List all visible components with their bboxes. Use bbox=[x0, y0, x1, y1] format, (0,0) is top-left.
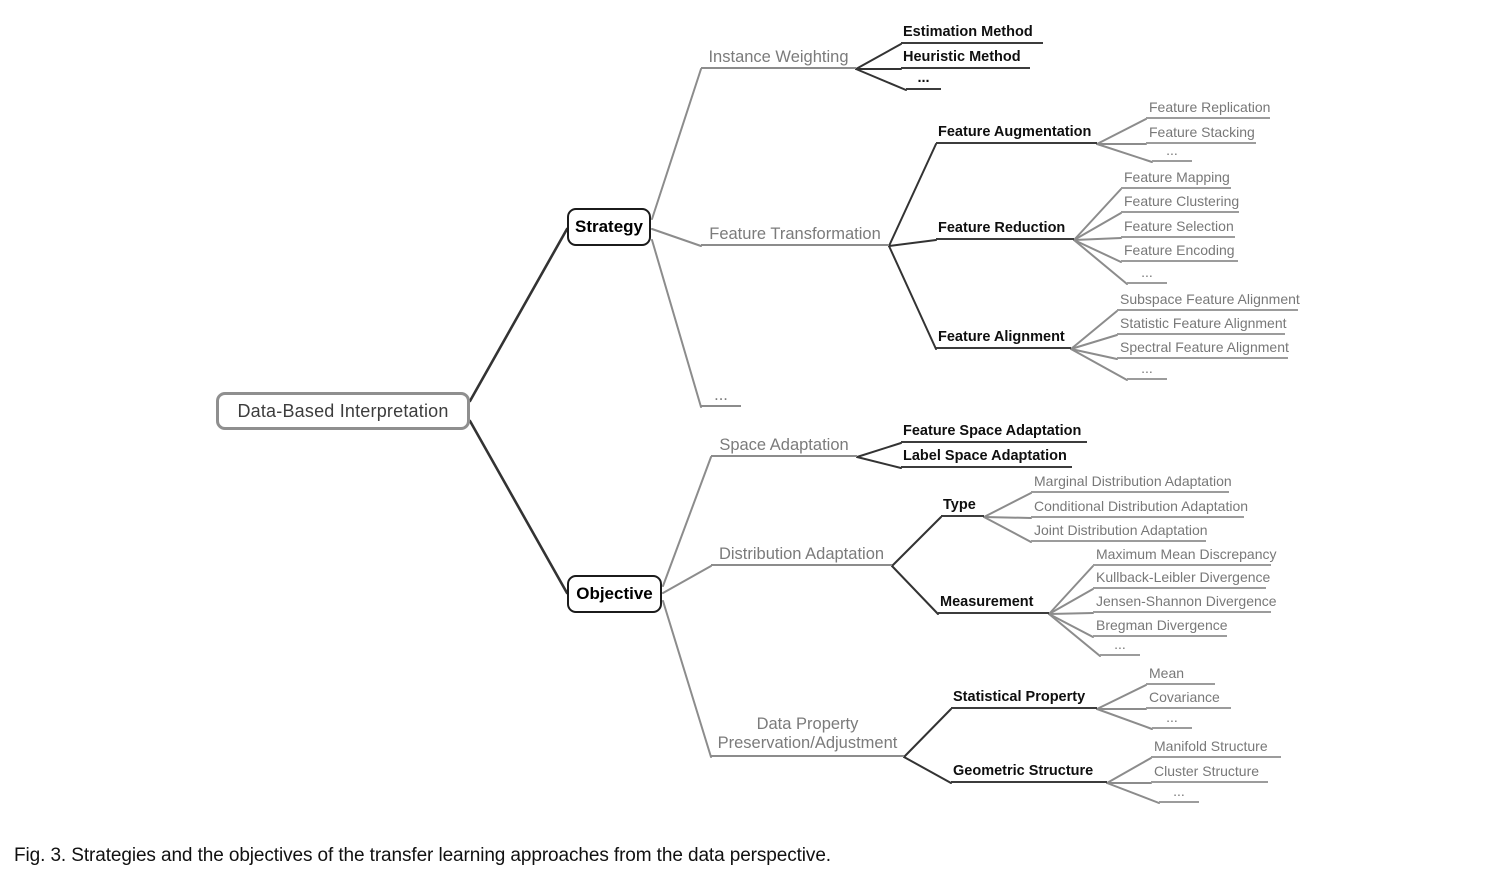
connector-edge bbox=[855, 68, 907, 91]
connector-edge bbox=[651, 228, 702, 247]
node-feature-mapping: Feature Mapping bbox=[1121, 169, 1231, 189]
connector-edge bbox=[983, 492, 1032, 518]
node-feature-alignment-ellipsis: ... bbox=[1127, 360, 1167, 380]
node-manifold-structure: Manifold Structure bbox=[1151, 738, 1281, 758]
node-feature-reduction: Feature Reduction bbox=[936, 219, 1074, 240]
node-joint-distribution-adaptation: Joint Distribution Adaptation bbox=[1031, 522, 1208, 542]
node-jensen-shannon-divergence: Jensen-Shannon Divergence bbox=[1093, 593, 1277, 613]
connector-edge bbox=[1073, 239, 1122, 263]
connector-edge bbox=[888, 239, 937, 247]
connector-edge bbox=[1073, 212, 1122, 241]
connector-edge bbox=[983, 516, 1032, 519]
node-mean: Mean bbox=[1146, 665, 1215, 685]
node-objective: Objective bbox=[567, 575, 662, 613]
connector-edge bbox=[891, 516, 942, 567]
node-measurement-ellipsis: ... bbox=[1100, 636, 1140, 656]
connector-edge bbox=[662, 565, 712, 594]
connector-edge bbox=[651, 68, 702, 220]
node-feature-replication: Feature Replication bbox=[1146, 99, 1270, 119]
connector-edge bbox=[1096, 708, 1153, 730]
connector-edge bbox=[856, 442, 902, 458]
connector-edge bbox=[856, 456, 902, 469]
connector-edge bbox=[1106, 757, 1152, 784]
node-estimation-method: Estimation Method bbox=[901, 23, 1043, 44]
node-measurement: Measurement bbox=[938, 593, 1049, 614]
connector-edge bbox=[1070, 334, 1118, 350]
connector-edge bbox=[1073, 237, 1122, 241]
connector-edge bbox=[1070, 348, 1118, 360]
node-statistic-feature-alignment: Statistic Feature Alignment bbox=[1117, 315, 1287, 335]
connector-edge bbox=[983, 516, 1032, 543]
node-marginal-distribution-adaptation: Marginal Distribution Adaptation bbox=[1031, 473, 1232, 493]
node-subspace-feature-alignment: Subspace Feature Alignment bbox=[1117, 291, 1300, 311]
connector-edge bbox=[1096, 684, 1147, 710]
node-feature-encoding: Feature Encoding bbox=[1121, 242, 1238, 262]
node-strategy-ellipsis: ... bbox=[701, 385, 741, 407]
connector-edge bbox=[903, 708, 952, 758]
node-instance-weighting: Instance Weighting bbox=[701, 47, 856, 69]
node-feature-augmentation: Feature Augmentation bbox=[936, 123, 1097, 144]
node-bregman-divergence: Bregman Divergence bbox=[1093, 617, 1228, 637]
connector-edge bbox=[888, 245, 937, 350]
connector-edge bbox=[1048, 612, 1094, 615]
connector-edge bbox=[1073, 188, 1122, 241]
node-feature-augmentation-ellipsis: ... bbox=[1152, 142, 1192, 162]
node-type: Type bbox=[941, 496, 984, 517]
connector-edge bbox=[903, 756, 952, 784]
node-geometric-structure-ellipsis: ... bbox=[1159, 783, 1199, 803]
node-feature-stacking: Feature Stacking bbox=[1146, 124, 1256, 144]
node-label-space-adaptation: Label Space Adaptation bbox=[901, 447, 1072, 468]
figure-caption: Fig. 3. Strategies and the objectives of… bbox=[14, 845, 831, 866]
node-space-adaptation: Space Adaptation bbox=[711, 435, 857, 457]
connector-edge bbox=[891, 565, 939, 615]
node-heuristic-method: Heuristic Method bbox=[901, 48, 1030, 69]
connector-edge bbox=[1070, 310, 1118, 350]
connector-edge bbox=[662, 456, 712, 587]
connector-edge bbox=[662, 600, 712, 758]
connector-edge bbox=[651, 239, 702, 408]
connector-edge bbox=[1096, 118, 1147, 145]
node-strategy: Strategy bbox=[567, 208, 651, 246]
connector-edge bbox=[1106, 782, 1160, 804]
node-feature-alignment: Feature Alignment bbox=[936, 328, 1071, 349]
node-root: Data-Based Interpretation bbox=[216, 392, 470, 430]
node-data-property-preservation-adjustment: Data Property Preservation/Adjustment bbox=[711, 713, 904, 757]
connector-edge bbox=[888, 143, 937, 247]
node-distribution-adaptation: Distribution Adaptation bbox=[711, 544, 892, 566]
node-maximum-mean-discrepancy: Maximum Mean Discrepancy bbox=[1093, 546, 1277, 566]
connector-edge bbox=[468, 419, 569, 595]
connector-edge bbox=[1048, 588, 1094, 615]
node-kullback-leibler-divergence: Kullback-Leibler Divergence bbox=[1093, 569, 1270, 589]
connector-edge bbox=[1070, 348, 1128, 381]
node-spectral-feature-alignment: Spectral Feature Alignment bbox=[1117, 339, 1289, 359]
node-conditional-distribution-adaptation: Conditional Distribution Adaptation bbox=[1031, 498, 1248, 518]
connector-edge bbox=[1048, 613, 1101, 657]
connector-edge bbox=[1096, 143, 1153, 163]
node-instance-weighting-ellipsis: ... bbox=[906, 69, 941, 90]
node-feature-clustering: Feature Clustering bbox=[1121, 193, 1239, 213]
node-geometric-structure: Geometric Structure bbox=[951, 762, 1107, 783]
node-statistical-property: Statistical Property bbox=[951, 688, 1097, 709]
connector-edge bbox=[1048, 613, 1094, 638]
node-feature-transformation: Feature Transformation bbox=[701, 224, 889, 246]
connector-edge bbox=[468, 227, 569, 403]
node-covariance: Covariance bbox=[1146, 689, 1231, 709]
node-feature-reduction-ellipsis: ... bbox=[1127, 264, 1167, 284]
node-cluster-structure: Cluster Structure bbox=[1151, 763, 1268, 783]
connector-edge bbox=[855, 43, 902, 70]
connector-edge bbox=[1073, 239, 1128, 285]
node-feature-space-adaptation: Feature Space Adaptation bbox=[901, 422, 1087, 443]
node-statistical-property-ellipsis: ... bbox=[1152, 709, 1192, 729]
connector-edge bbox=[1048, 565, 1094, 615]
node-feature-selection: Feature Selection bbox=[1121, 218, 1235, 238]
